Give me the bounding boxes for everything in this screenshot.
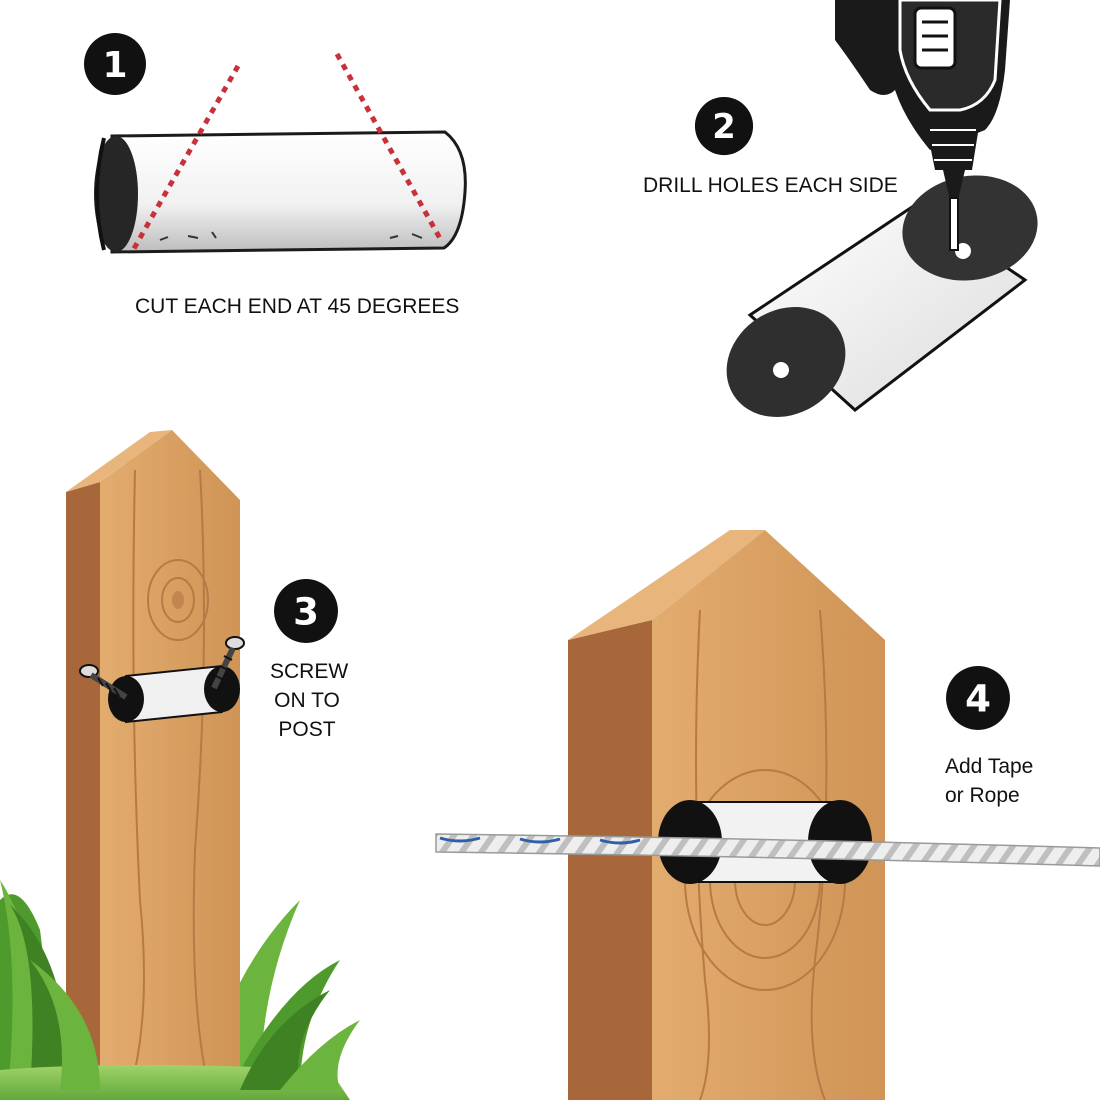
step4-post-illustration [435,530,1100,1100]
step-badge: 2 [694,96,754,156]
step3-caption: SCREW ON TO POST [270,657,349,744]
drill-icon [835,0,1010,251]
step-badge: 3 [274,579,338,643]
step-badge: 4 [946,666,1010,730]
step2-caption: DRILL HOLES EACH SIDE [643,171,898,200]
caption-line: Add Tape [945,755,1034,778]
step-badge: 1 [84,33,146,95]
step4-caption: Add Tape or Rope [945,752,1033,810]
step1-tube-illustration [94,52,467,254]
tube-end-cap [94,136,138,252]
step-number: 1 [102,45,127,86]
caption-line: CUT EACH END AT 45 DEGREES [135,295,460,318]
caption-line: POST [278,718,336,741]
rope-icon [435,833,1100,867]
drilled-hole [773,362,789,378]
screw-icon [79,664,128,700]
tube-end-cap [726,307,846,417]
screw-icon [211,636,245,690]
step-number: 3 [293,590,319,633]
step-number: 4 [965,677,991,720]
caption-line: SCREW [270,660,349,683]
step3-post-illustration [0,430,360,1100]
caption-line: DRILL HOLES EACH SIDE [643,174,898,197]
step2-drill-illustration [726,0,1038,417]
caption-line: or Rope [945,784,1020,807]
tube-end-cap [902,175,1038,281]
caption-line: ON TO [274,689,340,712]
step1-caption: CUT EACH END AT 45 DEGREES [135,292,459,321]
grass-icon [0,960,360,1100]
step-number: 2 [712,107,735,146]
